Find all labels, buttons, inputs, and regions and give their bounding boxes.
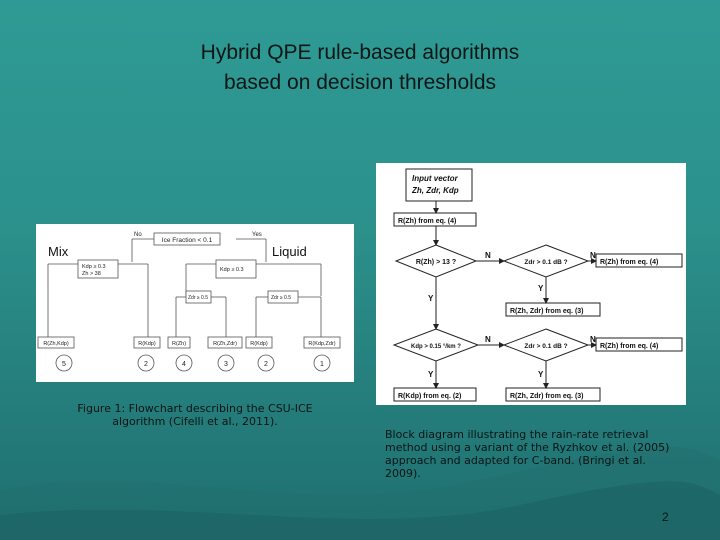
no-label: No [134,232,142,238]
input-vector-label: Input vector [412,174,459,183]
csu-ice-flowchart-svg: Ice Fraction < 0.1 No Yes Mix Liquid Kdp… [36,224,354,382]
no-label-3: N [485,335,491,344]
yes-label-2: Y [538,284,544,293]
yes-label: Yes [252,232,262,238]
slide-title-line1: Hybrid QPE rule-based algorithms [100,38,620,68]
csu-ice-flowchart-figure: Ice Fraction < 0.1 No Yes Mix Liquid Kdp… [36,224,354,382]
box-rzh-zdr-eq3-1: R(Zh, Zdr) from eq. (3) [510,308,584,315]
caption-left-figure: Figure 1: Flowchart describing the CSU-I… [70,402,320,428]
output-rzh-zdr: R(Zh,Zdr) [213,341,237,347]
mix-label: Mix [48,244,69,259]
output-rkdp-zdr: R(Kdp,Zdr) [308,341,335,347]
output-number-4: 3 [224,361,228,368]
rain-rate-block-diagram-figure: Input vector Zh, Zdr, Kdp R(Zh) from eq.… [376,163,686,405]
no-label-1: N [485,251,491,260]
condition-zdr-2: Zdr > 0.1 dB ? [524,343,567,350]
input-variables-label: Zh, Zdr, Kdp [411,186,459,195]
condition-rzh-13: R(Zh) > 13 ? [416,259,456,266]
ice-fraction-condition: Ice Fraction < 0.1 [162,237,213,244]
rain-rate-block-diagram-svg: Input vector Zh, Zdr, Kdp R(Zh) from eq.… [376,163,686,405]
zdr-condition-2: Zdr ≥ 0.5 [271,295,291,301]
output-rzh-kdp: R(Zh,Kdp) [43,341,69,347]
output-number-3: 4 [182,361,186,368]
output-number-2: 2 [144,361,148,368]
output-number-6: 1 [320,361,324,368]
box-rzh-eq4-right-2: R(Zh) from eq. (4) [600,343,658,350]
output-rzh: R(Zh) [172,341,186,347]
mix-kdp-condition: Kdp ≥ 0.3 [82,264,106,270]
liquid-kdp-condition: Kdp ≥ 0.3 [220,267,244,273]
yes-label-1: Y [428,294,434,303]
output-number-1: 5 [62,361,66,368]
no-label-2: N [590,251,596,260]
box-rkdp-eq2: R(Kdp) from eq. (2) [398,393,461,400]
output-rkdp-mix: R(Kdp) [138,341,156,347]
slide-number: 2 [662,510,669,524]
box-rzh-eq4: R(Zh) from eq. (4) [398,218,456,225]
liquid-label: Liquid [272,244,307,259]
slide-title: Hybrid QPE rule-based algorithms based o… [100,38,620,98]
output-number-5: 2 [264,361,268,368]
yes-label-4: Y [538,370,544,379]
mix-zh-condition: Zh > 38 [82,271,101,277]
yes-label-3: Y [428,370,434,379]
output-rkdp-liquid: R(Kdp) [250,341,268,347]
box-rzh-eq4-right-1: R(Zh) from eq. (4) [600,259,658,266]
slide-title-line2: based on decision thresholds [100,68,620,98]
condition-zdr-1: Zdr > 0.1 dB ? [524,259,567,266]
zdr-condition-1: Zdr ≥ 0.5 [188,295,208,301]
caption-right-figure: Block diagram illustrating the rain-rate… [385,428,685,480]
no-label-4: N [590,335,596,344]
box-rzh-zdr-eq3-2: R(Zh, Zdr) from eq. (3) [510,393,584,400]
condition-kdp: Kdp > 0.15 °/km ? [411,344,461,350]
